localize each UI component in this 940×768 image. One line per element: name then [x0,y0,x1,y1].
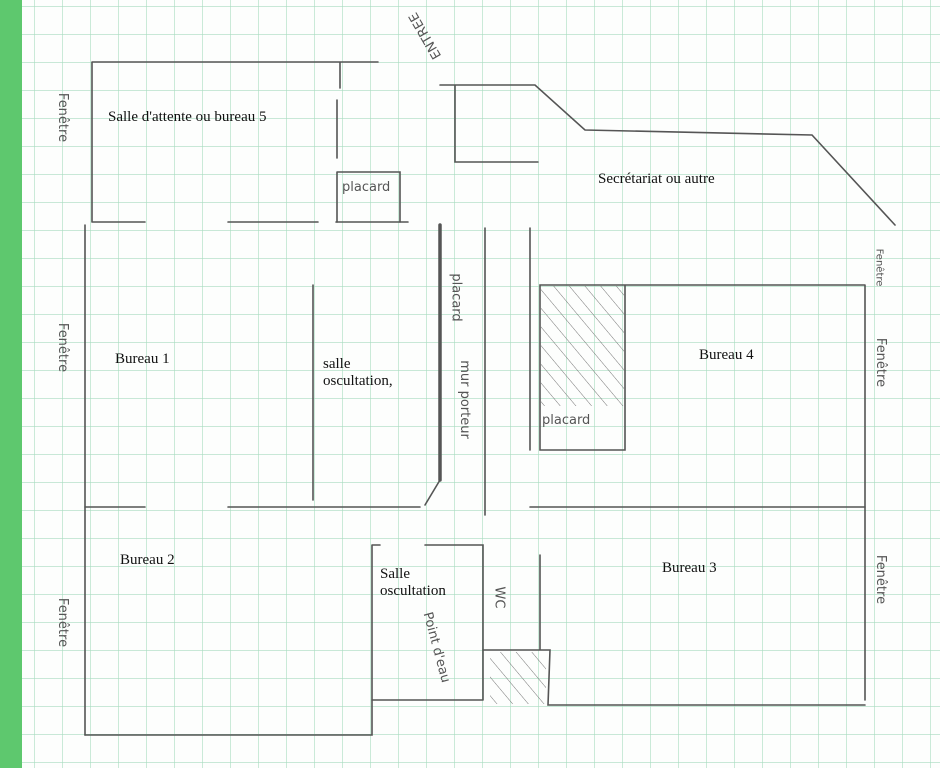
room-label-bureau3: Bureau 3 [662,560,717,576]
window-label-2: Fenêtre [55,322,71,373]
closet-label-3: placard [448,273,464,322]
walls [84,61,896,736]
closet-hatching [541,286,624,406]
room-label-bureau4: Bureau 4 [699,347,754,363]
closet-label-2: placard [542,413,591,428]
room-label-bureau1: Bureau 1 [115,351,170,367]
room-label-bureau2: Bureau 2 [120,552,175,568]
wc-label: WC [491,586,507,609]
window-label-5: Fenêtre [873,337,889,388]
window-label-6: Fenêtre [873,554,889,605]
bearing-wall-label: mur porteur [456,360,472,439]
closet-label-1: placard [342,180,391,195]
room-label-secretariat: Secrétariat ou autre [598,171,715,187]
window-label-4: Fenêtre [873,248,885,287]
window-label-3: Fenêtre [55,597,71,648]
room-label-exam1: salle oscultation, [323,356,393,389]
room-label-waiting: Salle d'attente ou bureau 5 [108,109,267,125]
green-margin-strip [0,0,22,768]
water-point-hatching [490,652,546,704]
window-label-1: Fenêtre [55,92,71,143]
room-label-exam2: Salle oscultation [380,566,446,599]
